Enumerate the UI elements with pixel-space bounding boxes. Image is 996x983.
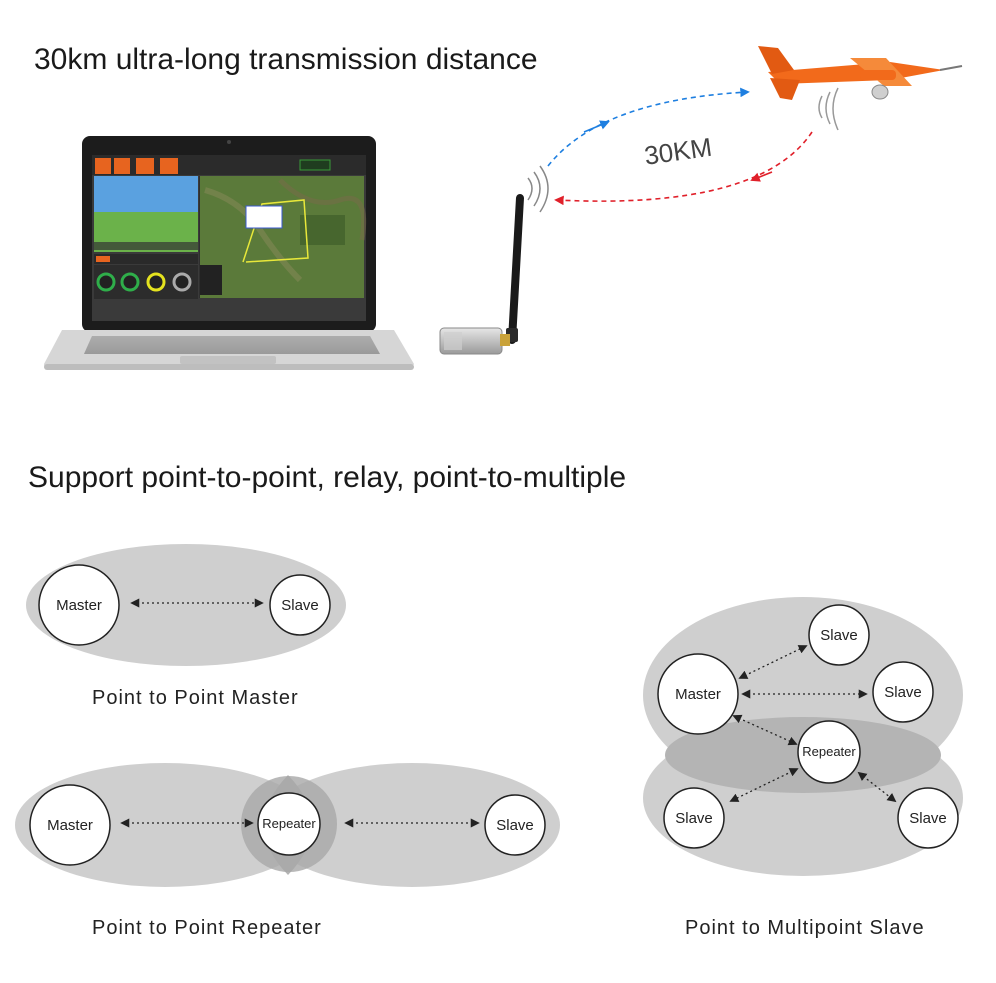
slave-node [484,794,546,856]
repeater-node-label: Repeater [802,744,856,759]
master-node-label: Master [56,597,102,614]
transmission-heading: 30km ultra-long transmission distance [34,43,538,76]
uplink-arrow [547,87,750,167]
drone-image [758,46,963,131]
p2p-repeater-caption: Point to Point Repeater [92,917,322,939]
slave-node-label: Slave [675,810,713,827]
link-arrow [738,645,808,679]
slave-node [808,604,870,666]
slave-node [663,787,725,849]
p2mp-slave-caption: Point to Multipoint Slave [685,917,925,939]
master-node [29,784,111,866]
repeater-node [797,720,861,784]
downlink-arrow-mid [750,171,773,182]
p2p-master-caption: Point to Point Master [92,687,299,709]
master-node-label: Master [47,817,93,834]
repeater-node [257,792,321,856]
laptop-image [44,136,414,370]
slave-node-label: Slave [281,597,319,614]
downlink-arrow [554,131,813,206]
distance-label: 30KM [642,132,713,171]
slave-node [897,787,959,849]
p2p-repeater-diagram: Master Repeater Slave [15,763,560,887]
slave-node-label: Slave [884,684,922,701]
uplink-arrow-mid [583,120,610,133]
master-node [38,564,120,646]
slave-node [872,661,934,723]
repeater-node-label: Repeater [262,816,316,831]
topology-heading: Support point-to-point, relay, point-to-… [28,461,627,494]
radio-module-image [439,165,549,355]
link-arrow [729,768,799,802]
slave-node-label: Slave [496,817,534,834]
slave-node [269,574,331,636]
p2mp-slave-diagram: Master Slave Slave Repeater Slave Slave [643,597,963,876]
p2p-master-diagram: Master Slave [26,544,346,666]
slave-node-label: Slave [909,810,947,827]
master-node [657,653,739,735]
master-node-label: Master [675,686,721,703]
link-arrow [732,714,798,746]
slave-node-label: Slave [820,627,858,644]
